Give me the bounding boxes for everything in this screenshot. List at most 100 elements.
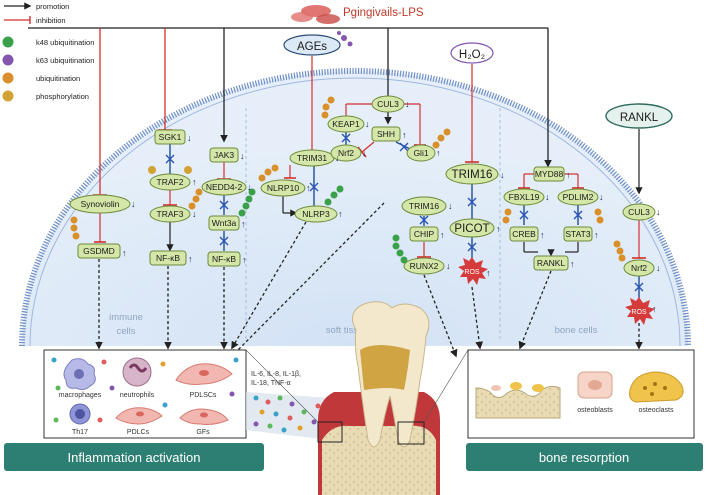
svg-text:SHH: SHH (377, 129, 395, 139)
svg-text:SGK1: SGK1 (159, 132, 182, 142)
svg-text:TRAF3: TRAF3 (157, 209, 184, 219)
svg-text:↑: ↑ (540, 230, 545, 240)
cytokines-line-2: IL-18, TNF-α (251, 380, 291, 387)
svg-text:PICOT: PICOT (454, 223, 489, 235)
svg-text:PDLIM2: PDLIM2 (563, 192, 594, 202)
node-myd88: MYD88 (533, 166, 565, 182)
node-jak3: JAK3 (209, 147, 239, 163)
svg-text:RANKL: RANKL (537, 258, 566, 268)
node-runx2: RUNX2 (403, 257, 445, 275)
phos-traf2 (148, 166, 192, 174)
svg-text:↑: ↑ (570, 259, 575, 269)
svg-text:↓: ↓ (500, 170, 505, 180)
svg-text:TRIM16: TRIM16 (452, 169, 493, 181)
node-picot: PICOT (449, 218, 495, 238)
footer-right-label: bone resorption (539, 450, 629, 465)
svg-text:CHIP: CHIP (414, 229, 435, 239)
node-nlrp10: NLRP10 (260, 179, 306, 197)
label-neutrophils: neutrophils (120, 392, 155, 399)
svg-text:↑: ↑ (594, 230, 599, 240)
svg-text:↓: ↓ (240, 151, 245, 161)
svg-text:ROS: ROS (631, 309, 647, 316)
svg-text:↑: ↑ (436, 148, 441, 158)
svg-text:↑: ↑ (241, 219, 246, 229)
svg-text:↓: ↓ (446, 261, 451, 271)
cytokines-line-1: IL-6, IL-8, IL-1β, (251, 371, 301, 378)
legend-k63: k63 ubiquitination (36, 56, 94, 65)
svg-text:↓: ↓ (405, 99, 410, 109)
k48-chain-wnt3a (238, 188, 256, 217)
footer-left: Inflammation activation (4, 443, 264, 471)
cytokine-dots (246, 392, 330, 440)
osteoclast-icon (629, 371, 684, 403)
svg-text:↓: ↓ (187, 133, 192, 143)
svg-text:STAT3: STAT3 (565, 229, 590, 239)
degradation-marks (165, 133, 644, 292)
node-nedd4-2: NEDD4-2 (201, 178, 247, 196)
node-pdlim2: PDLIM2 (557, 188, 599, 206)
svg-text:NEDD4-2: NEDD4-2 (206, 182, 243, 192)
ub-chain-stat3 (594, 208, 604, 224)
svg-text:↑: ↑ (652, 304, 657, 314)
protein-nodes: Synoviolin GSDMD SGK1 TRAF2 TRAF3 NF-κB … (69, 95, 656, 325)
label-osteoblasts: osteoblasts (577, 407, 613, 414)
svg-text:↓: ↓ (362, 148, 367, 158)
ub-chain-nrf2-bone (613, 240, 626, 262)
node-nrf2-bone: Nrf2 (623, 259, 655, 277)
svg-text:CUL3: CUL3 (628, 207, 650, 217)
legend-phos: phosphorylation (36, 92, 89, 101)
legend-promotion: promotion (36, 2, 69, 11)
svg-text:ROS: ROS (464, 269, 480, 276)
svg-text:Nrf2: Nrf2 (631, 263, 647, 273)
svg-text:JAK3: JAK3 (214, 150, 235, 160)
svg-text:↑: ↑ (192, 177, 197, 187)
node-traf3: TRAF3 (149, 205, 191, 223)
regulation-arrows: ↓↑ ↓↑↓↑ ↓↓↑↑ ↓↑↑ ↓↓↓↑↑ ↓↑↓ ↓↑↑ ↑↓↓↑↑↑ ↓↓… (122, 99, 661, 314)
svg-text:↓: ↓ (448, 201, 453, 211)
label-pdlscs: PDLSCs (190, 392, 217, 399)
svg-text:↓: ↓ (656, 263, 661, 273)
svg-text:↓: ↓ (656, 207, 661, 217)
svg-text:↑: ↑ (306, 183, 311, 193)
node-fbxl19: FBXL19 (503, 188, 545, 206)
k48-chain-nlrp3 (324, 185, 344, 206)
k48-ub-icon (2, 36, 14, 48)
svg-text:FBXL19: FBXL19 (509, 192, 540, 202)
label-macrophages: macrophages (59, 392, 102, 399)
rankl-inducer: RANKL (605, 103, 673, 129)
node-gli1: Gli1 (406, 144, 436, 162)
legend-inhibition: inhibition (36, 16, 66, 25)
ub-chain-nlrp10 (258, 164, 279, 182)
node-creb: CREB (509, 226, 539, 242)
node-keap1: KEAP1 (327, 115, 365, 133)
ub-chain-creb (502, 208, 512, 224)
svg-text:↑: ↑ (242, 255, 247, 265)
footer-right: bone resorption (466, 443, 703, 471)
svg-text:MYD88: MYD88 (535, 169, 564, 179)
phos-icon (2, 90, 14, 102)
svg-text:CREB: CREB (512, 229, 536, 239)
footer-left-label: Inflammation activation (68, 450, 201, 465)
svg-text:CUL3: CUL3 (377, 99, 399, 109)
node-cul3-soft: CUL3 (371, 95, 405, 113)
svg-text:↑: ↑ (188, 254, 193, 264)
svg-text:↑: ↑ (566, 170, 571, 180)
ub-chain-keap1 (321, 96, 335, 119)
ub-icon (2, 72, 14, 84)
svg-text:↑: ↑ (338, 209, 343, 219)
node-trim16-bone: TRIM16 (445, 163, 499, 185)
legend: promotion inhibition k48 ubiquitination … (2, 2, 94, 102)
node-shh: SHH (371, 126, 401, 142)
label-gfs: GFs (196, 429, 210, 436)
svg-text:Wnt3a: Wnt3a (212, 218, 237, 228)
svg-text:↓: ↓ (599, 192, 604, 202)
node-cul3-bone: CUL3 (622, 203, 656, 221)
node-sgk1: SGK1 (154, 129, 186, 145)
svg-text:Nrf2: Nrf2 (338, 148, 354, 158)
tooth-illustration (245, 301, 469, 495)
label-th17: Th17 (72, 429, 88, 436)
label-osteoclasts: osteoclasts (638, 407, 674, 414)
svg-text:TRIM31: TRIM31 (297, 153, 328, 163)
